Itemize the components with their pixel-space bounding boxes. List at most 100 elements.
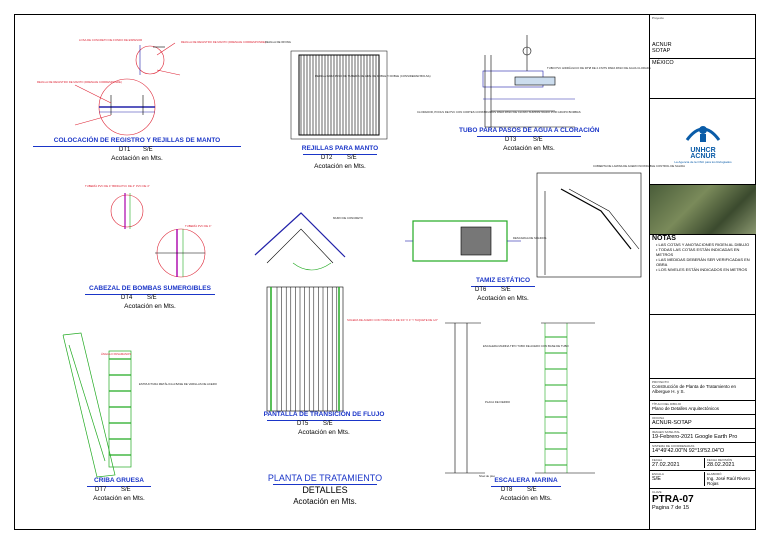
tb-logo: UNHCR ACNUR La Agencia de la ONU para lo…	[650, 99, 756, 185]
dt2-underline	[303, 154, 377, 155]
dt1-note-b: REJILLA DE REGISTRO DE MANTO (DRENAJE CO…	[181, 40, 266, 44]
dt8-note-a: ESCALERA MARINA TIPO TUBO DE ACERO CON B…	[483, 344, 569, 348]
dt7-scale: S/E	[121, 487, 131, 493]
dt6-note-b: DESCARGA DE SÓLIDOS	[513, 236, 547, 240]
dt5-drawing	[254, 212, 346, 412]
tb-client-3: MÉXICO	[652, 60, 674, 66]
tb-project-label: PROYECTO	[652, 380, 669, 384]
dt4-drawing	[110, 193, 206, 278]
tb-note-item: • LAS MEDIDAS DEBERÁN SER VERIFICADAS EN…	[656, 257, 750, 267]
dt5-note-a: MURO DE CONCRETO	[333, 216, 363, 220]
dt4-scale: S/E	[147, 295, 157, 301]
dt5-title: PANTALLA DE TRANSICIÓN DE FLUJO	[263, 411, 385, 418]
tb-client-2: SOTAP	[652, 48, 671, 54]
dt3-note-b: CLORADOR, POOLS DE PVC CON CORTES CONSTR…	[417, 110, 581, 114]
dt4-note-a: TUBERÍA PVC DE 4" BRIDA PVC DE 4" PVC DE…	[85, 184, 150, 188]
tb-date2: FECHA REVISIÓN 28.02.2021	[704, 458, 757, 468]
dt4-underline	[85, 294, 215, 295]
dt3-drawing	[482, 35, 575, 128]
drawing-area: LOSA DE CONCRETO DE FONDO DE ESPESOR REJ…	[15, 15, 685, 529]
dt7-code: DT7	[95, 487, 107, 493]
tb-note-item: • LAS COTAS Y ANOTACIONES RIGEN AL DIBUJ…	[656, 242, 750, 247]
tb-spacer	[650, 315, 756, 379]
tb-sheet-value: PTRA-07	[652, 494, 694, 505]
dt8-title: ESCALERA MARINA	[494, 477, 558, 484]
tb-notes-title: NOTAS	[652, 235, 676, 242]
tb-author: ELABORÓ Ing. José Raúl Rivero Rojas	[704, 472, 757, 486]
dt1-code: DT1	[119, 147, 131, 153]
dt1-units: Acotación en Mts.	[111, 155, 163, 162]
tb-client-3-cell: MÉXICO	[650, 59, 756, 99]
dt5-underline	[267, 420, 381, 421]
dt1-title: COLOCACIÓN DE REGISTRO Y REJILLAS DE MAN…	[53, 137, 221, 144]
dt2-code: DT2	[321, 155, 333, 161]
dt4-note-b: TUBERÍA PVC DE 4"	[185, 224, 212, 228]
drawing-sheet: LOSA DE CONCRETO DE FONDO DE ESPESOR REJ…	[14, 14, 756, 530]
dt5-code: DT5	[297, 421, 309, 427]
tb-logo-tagline: La Agencia de la ONU para los Refugiados	[674, 160, 732, 164]
dt8-note-c: Nivel de piso	[479, 474, 496, 478]
dt8-underline	[491, 486, 561, 487]
tb-client-1: ACNUR	[652, 42, 672, 48]
tb-drawing-value: Plano de Detalles Arquitectónicos	[652, 406, 720, 411]
tb-coords: SISTEMA DE COORDENADAS 14°49'42.00"N 92°…	[650, 443, 756, 457]
tb-image: IMAGEN SATELITAL 19-Febrero-2021 Google …	[650, 429, 756, 443]
unhcr-logo-icon	[685, 126, 721, 142]
tb-scale: ESCALA S/E	[652, 472, 664, 482]
tb-sheet-label: CLAVE	[652, 490, 662, 494]
tb-date1: FECHA 27.02.2021	[652, 458, 680, 468]
tb-page-value: Pagina 7 de 15	[652, 505, 690, 511]
tb-sheet: CLAVE PTRA-07 Pagina 7 de 15	[650, 489, 756, 529]
dt6-note-a: CUBIERTA DE LAMINA DE ACERO INOXIDABLE C…	[593, 164, 685, 168]
tb-notes: NOTAS • LAS COTAS Y ANOTACIONES RIGEN AL…	[650, 235, 756, 315]
dt8-rungs	[545, 336, 567, 466]
dt8-drawing	[445, 322, 595, 474]
dt7-note-b: ESTRUCTURA METÁLICA A BASE DE VARILLAS D…	[139, 382, 217, 386]
dt3-units: Acotación en Mts.	[503, 145, 555, 152]
drawing-linework	[62, 35, 642, 478]
dt7-note-a: ÁNGULO PASAMANOS	[101, 352, 132, 356]
dt1-drawing	[74, 42, 181, 136]
tb-client: Proyecto ACNUR SOTAP	[650, 15, 756, 59]
dt2-note-b: REJILLA DE IRVING	[265, 40, 291, 44]
satellite-image	[650, 185, 756, 235]
dt2-note-a: REJILLA PARA PASO DE TUBERÍA DE AIRE DE …	[315, 74, 431, 78]
tb-notes-list: • LAS COTAS Y ANOTACIONES RIGEN AL DIBUJ…	[652, 242, 754, 272]
tb-image-value: 19-Febrero-2021 Google Earth Pro	[652, 434, 738, 440]
dt6-drawing	[405, 172, 642, 278]
tb-office-label: OFICINA	[652, 416, 665, 420]
tb-coords-label: SISTEMA DE COORDENADAS	[652, 444, 695, 448]
dt3-code: DT3	[505, 137, 517, 143]
dt8-units: Acotación en Mts.	[500, 495, 552, 502]
dt5-units: Acotación en Mts.	[298, 429, 350, 436]
sheet-title-underline	[273, 484, 377, 485]
tb-dates: FECHA 27.02.2021 FECHA REVISIÓN 28.02.20…	[650, 457, 756, 471]
dt5-panel-slats	[276, 287, 338, 411]
dt1-note-a: LOSA DE CONCRETO DE FONDO DE ESPESOR	[79, 38, 143, 42]
dt4-title: CABEZAL DE BOMBAS SUMERGIBLES	[89, 285, 211, 292]
dt2-drawing	[290, 50, 388, 140]
tb-drawing-label: TÍTULO DEL DIBUJO	[652, 402, 682, 406]
dt1-scale: S/E	[143, 147, 153, 153]
dt2-units: Acotación en Mts.	[314, 163, 366, 170]
sheet-units: Acotación en Mts.	[293, 497, 357, 506]
dt7-units: Acotación en Mts.	[93, 495, 145, 502]
dt1-underline	[33, 146, 241, 147]
dt8-scale: S/E	[527, 487, 537, 493]
dt4-code: DT4	[121, 295, 133, 301]
tb-logo-2: ACNUR	[690, 153, 716, 160]
dt6-title: TAMIZ ESTÁTICO	[475, 277, 531, 284]
tb-project: PROYECTO Construcción de Planta de Trata…	[650, 379, 756, 401]
tb-coords-value: 14°49'42.00"N 92°19'52.04"O	[652, 448, 725, 454]
tb-note-item: • TODAS LAS COTAS ESTÁN INDICADAS EN MET…	[656, 247, 740, 257]
dt3-scale: S/E	[533, 137, 543, 143]
dt7-drawing	[62, 332, 132, 478]
tb-client-label: Proyecto	[652, 16, 664, 20]
sheet-subtitle: DETALLES	[302, 485, 348, 495]
dt5-scale: S/E	[323, 421, 333, 427]
tb-scale-author: ESCALA S/E ELABORÓ Ing. José Raúl Rivero…	[650, 471, 756, 489]
dt6-scale: S/E	[501, 287, 511, 293]
dt3-title: TUBO PARA PASOS DE AGUA A CLORACIÓN	[459, 127, 600, 134]
tb-drawing: TÍTULO DEL DIBUJO Plano de Detalles Arqu…	[650, 401, 756, 415]
sheet-title: PLANTA DE TRATAMIENTO	[267, 473, 383, 483]
